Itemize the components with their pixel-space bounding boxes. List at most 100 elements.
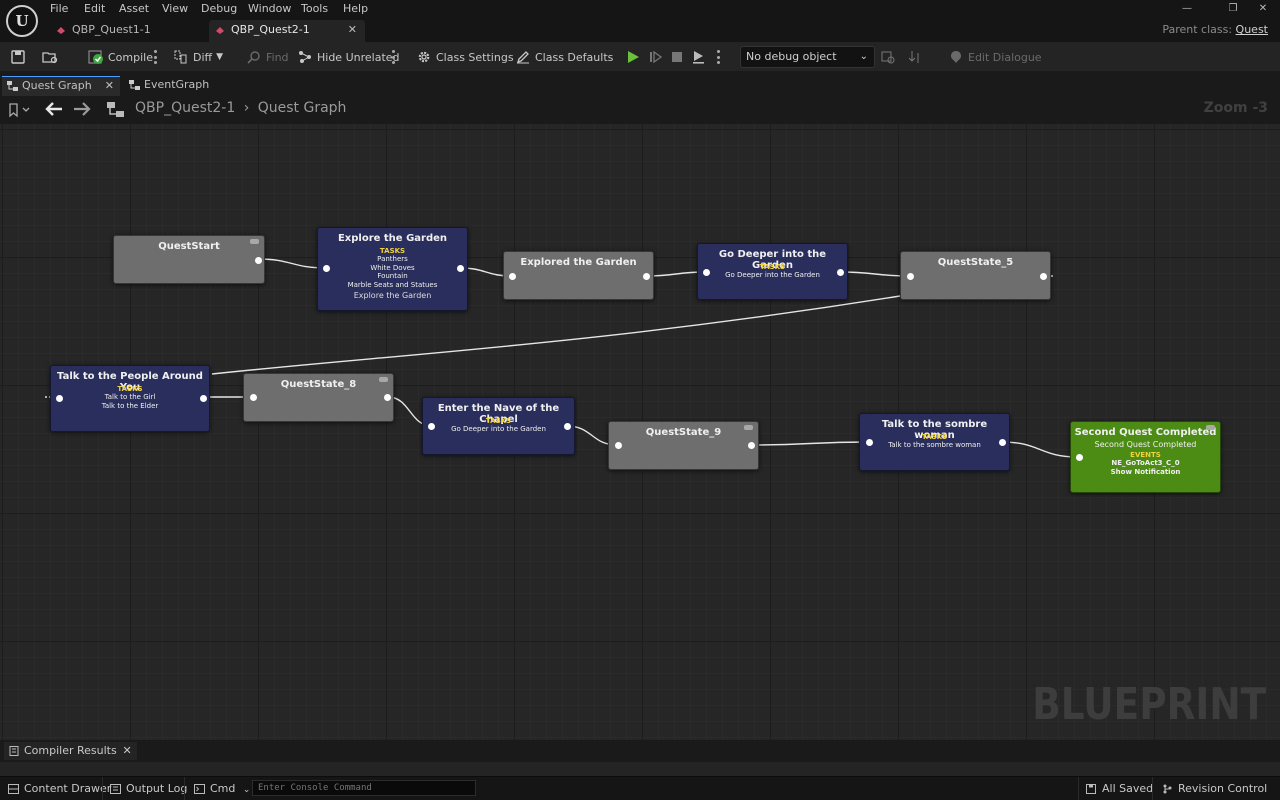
collapse-icon[interactable] (744, 425, 753, 430)
node-quest-start[interactable]: QuestStart (113, 235, 265, 284)
revision-control-button[interactable]: Revision Control ⌄ (1160, 781, 1280, 797)
unreal-logo-icon[interactable]: U (6, 5, 38, 37)
exec-output-pin[interactable] (564, 423, 571, 430)
cmd-dropdown[interactable]: Cmd ⌄ (192, 781, 250, 797)
breadcrumb-asset[interactable]: QBP_Quest2-1 (135, 100, 236, 116)
exec-input-pin[interactable] (1076, 454, 1083, 461)
node-quest-state-5[interactable]: QuestState_5 (900, 251, 1051, 300)
output-log-button[interactable]: Output Log (108, 781, 187, 797)
close-icon[interactable]: ✕ (347, 23, 357, 36)
exec-output-pin[interactable] (643, 273, 650, 280)
node-second-quest-completed[interactable]: Second Quest Completed Second Quest Comp… (1070, 421, 1221, 493)
task-item: Go Deeper into the Garden (451, 425, 546, 434)
node-talk-sombre[interactable]: Talk to the sombre woman TASKS Talk to t… (859, 413, 1010, 471)
node-go-deeper[interactable]: Go Deeper into the Garden TASKS Go Deepe… (697, 243, 848, 300)
restore-icon[interactable]: ❐ (1228, 3, 1238, 14)
back-button[interactable] (44, 100, 64, 118)
stop-button[interactable] (669, 46, 689, 68)
all-saved-indicator[interactable]: All Saved (1084, 781, 1153, 797)
breadcrumb-graph[interactable]: Quest Graph (257, 100, 347, 116)
forward-button[interactable] (72, 100, 92, 118)
menu-tools[interactable]: Tools (301, 2, 329, 15)
tab-event-graph[interactable]: EventGraph (124, 76, 234, 96)
tab-quest-graph[interactable]: Quest Graph ✕ (2, 76, 120, 96)
debug-filter-button[interactable] (880, 46, 900, 68)
tab-compiler-results[interactable]: Compiler Results ✕ (4, 742, 137, 760)
node-enter-nave[interactable]: Enter the Nave of the Chapel TASKS Go De… (422, 397, 575, 455)
play-options-icon[interactable] (716, 50, 720, 64)
find-button[interactable]: Find (246, 46, 289, 68)
node-explore-garden[interactable]: Explore the Garden TASKS Panthers White … (317, 227, 468, 311)
close-icon[interactable]: ✕ (122, 744, 132, 757)
console-command-input[interactable] (252, 780, 476, 796)
close-window-icon[interactable]: ✕ (1258, 3, 1268, 14)
exec-input-pin[interactable] (866, 439, 873, 446)
eject-button[interactable] (690, 46, 710, 68)
exec-input-pin[interactable] (56, 395, 63, 402)
exec-input-pin[interactable] (250, 394, 257, 401)
node-quest-state-8[interactable]: QuestState_8 (243, 373, 394, 422)
diff-button[interactable]: Diff ▼ (173, 46, 223, 68)
title-bar: U File Edit Asset View Debug Window Tool… (0, 0, 1280, 42)
menu-window[interactable]: Window (248, 2, 292, 15)
revision-control-label: Revision Control (1178, 782, 1268, 795)
arrow-right-icon (74, 102, 91, 116)
graph-canvas[interactable]: QuestStart Explore the Garden TASKS Pant… (0, 124, 1280, 740)
play-icon (625, 49, 641, 65)
menu-help[interactable]: Help (343, 2, 369, 15)
exec-input-pin[interactable] (703, 269, 710, 276)
collapse-icon[interactable] (379, 377, 388, 382)
exec-input-pin[interactable] (323, 265, 330, 272)
menu-file[interactable]: File (50, 2, 69, 15)
node-talk-people[interactable]: Talk to the People Around You TASKS Talk… (50, 365, 210, 432)
tab-label: Quest Graph (22, 79, 92, 92)
menu-asset[interactable]: Asset (119, 2, 150, 15)
play-button[interactable] (625, 46, 645, 68)
menu-view[interactable]: View (162, 2, 189, 15)
close-icon[interactable]: ✕ (104, 79, 114, 92)
tasks-header: TASKS (759, 263, 786, 271)
node-explored-garden[interactable]: Explored the Garden (503, 251, 654, 300)
tasks-header: TASKS (117, 385, 143, 393)
exec-input-pin[interactable] (428, 423, 435, 430)
save-button[interactable] (10, 46, 30, 68)
exec-output-pin[interactable] (457, 265, 464, 272)
exec-output-pin[interactable] (837, 269, 844, 276)
toolbar: Compile Diff ▼ Find Hide Unrelated Class… (0, 42, 1280, 72)
exec-input-pin[interactable] (509, 273, 516, 280)
exec-output-pin[interactable] (384, 394, 391, 401)
menu-edit[interactable]: Edit (84, 2, 106, 15)
collapse-icon[interactable] (1206, 425, 1215, 430)
doc-tab-quest2[interactable]: QBP_Quest2-1 ✕ (209, 20, 365, 42)
exec-output-pin[interactable] (255, 257, 262, 264)
output-log-label: Output Log (126, 782, 188, 795)
hide-unrelated-button[interactable]: Hide Unrelated (297, 46, 400, 68)
debug-step-button[interactable] (907, 46, 927, 68)
minimize-icon[interactable]: — (1182, 3, 1192, 14)
class-settings-button[interactable]: Class Settings (416, 46, 514, 68)
compile-button[interactable]: Compile (88, 46, 153, 68)
menu-debug[interactable]: Debug (201, 2, 238, 15)
compile-options-icon[interactable] (153, 50, 157, 64)
collapse-icon[interactable] (250, 239, 259, 244)
exec-output-pin[interactable] (999, 439, 1006, 446)
exec-input-pin[interactable] (615, 442, 622, 449)
step-button[interactable] (648, 46, 668, 68)
doc-tab-quest1[interactable]: QBP_Quest1-1 (50, 20, 200, 42)
exec-output-pin[interactable] (200, 395, 207, 402)
wire-state9-sombre (750, 441, 870, 446)
browse-button[interactable] (42, 46, 62, 68)
content-drawer-button[interactable]: Content Drawer (6, 781, 111, 797)
hide-options-icon[interactable] (391, 50, 395, 64)
doc-tab-label: QBP_Quest1-1 (72, 23, 151, 36)
exec-input-pin[interactable] (907, 273, 914, 280)
class-defaults-button[interactable]: Class Defaults (515, 46, 613, 68)
parent-class-link[interactable]: Quest (1235, 23, 1268, 36)
bookmark-dropdown[interactable] (8, 102, 34, 118)
edit-dialogue-button[interactable]: Edit Dialogue (948, 46, 1042, 68)
debug-object-select[interactable]: No debug object selected ⌄ (740, 46, 875, 83)
divider (184, 777, 185, 800)
exec-output-pin[interactable] (1040, 273, 1047, 280)
exec-output-pin[interactable] (748, 442, 755, 449)
node-quest-state-9[interactable]: QuestState_9 (608, 421, 759, 470)
